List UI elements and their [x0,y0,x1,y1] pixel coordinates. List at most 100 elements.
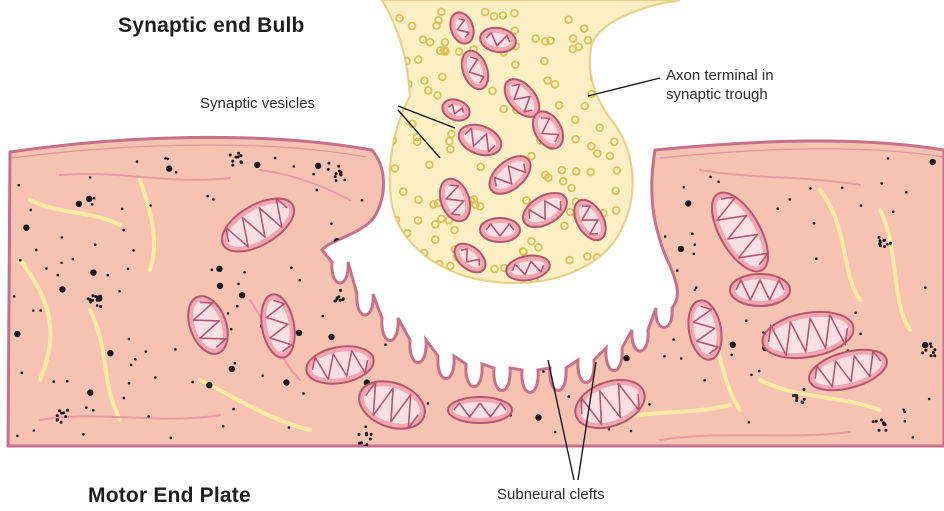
glycogen-speck [883,239,886,242]
granule-small [72,258,75,261]
granule-small [384,299,387,302]
glycogen-speck [237,152,240,155]
muscle-mitochondrion-6 [448,397,512,423]
granule-small [343,179,346,182]
axon-terminal-label-line1: Axon terminal in [666,66,774,85]
granule-small [232,408,235,411]
granule-small [748,421,751,424]
motor-end-plate-title: Motor End Plate [88,484,251,508]
granule-small [154,376,157,379]
synaptic-vesicle [618,31,625,38]
glycogen-speck [370,433,373,436]
granule-large [535,414,541,420]
granule-large [14,331,20,337]
glycogen-speck [369,438,372,441]
granule-small [887,157,890,160]
granule-small [321,315,324,318]
granule-small [128,382,131,385]
granule-small [531,357,534,360]
synaptic-vesicle [394,248,401,255]
granule-small [107,274,110,277]
synaptic-vesicle [442,275,449,282]
granule-small [777,207,780,210]
granule-small [94,243,97,246]
glycogen-speck [929,342,932,345]
granule-small [16,435,19,438]
granule-small [164,157,167,160]
granule-small [60,262,63,265]
granule-small [886,243,889,246]
granule-small [854,312,857,315]
granule-small [227,312,230,315]
granule-small [709,176,712,179]
granule-small [175,171,178,174]
synaptic-vesicle [397,273,404,280]
glycogen-speck [240,154,243,157]
glycogen-speck [803,398,806,401]
granule-large [76,201,82,207]
granule-small [261,374,264,377]
granule-small [664,235,667,238]
granule-small [236,305,239,308]
glycogen-speck [795,399,798,402]
granule-small [630,430,633,433]
glycogen-speck [229,154,232,157]
glycogen-speck [930,354,933,357]
granule-small [85,406,88,409]
granule-large [685,200,691,206]
axon-terminal-label: Axon terminal in synaptic trough [666,66,774,104]
granule-small [316,189,319,192]
granule-small [542,370,545,373]
granule-large [296,330,302,336]
granule-small [222,425,225,428]
granule-small [92,409,95,412]
granule-large [86,196,92,202]
synaptic-vesicle [401,246,408,253]
granule-large [90,269,96,275]
granule-small [128,338,131,341]
granule-large [206,382,212,388]
granule-small [683,186,686,189]
granule-small [274,157,277,160]
synaptic-vesicle [607,26,614,33]
glycogen-speck [342,297,345,300]
glycogen-speck [235,156,238,159]
glycogen-speck [66,409,69,412]
synaptic-vesicle [392,53,399,60]
synaptic-vesicle [609,29,616,36]
granule-small [693,253,696,256]
granule-small [660,315,663,318]
glycogen-speck [240,161,243,164]
axon-terminal-label-line2: synaptic trough [666,85,774,104]
granule-small [880,182,883,185]
glycogen-speck [933,354,936,357]
granule-small [717,180,720,183]
granule-small [149,204,152,207]
synaptic-vesicle [453,275,460,282]
glycogen-speck [878,236,881,239]
glycogen-speck [336,297,339,300]
granule-small [694,289,697,292]
granule-small [132,249,135,252]
glycogen-speck [60,421,63,424]
granule-small [147,415,150,418]
granule-small [121,208,124,211]
granule-small [693,243,696,246]
granule-small [809,187,812,190]
glycogen-speck [924,349,927,352]
granule-small [89,176,92,179]
glycogen-speck [365,433,368,436]
granule-small [45,267,48,270]
granule-small [330,223,333,226]
granule-small [134,358,137,361]
granule-small [554,431,557,434]
granule-small [523,303,526,306]
granule-large [87,389,93,395]
glycogen-speck [328,162,331,165]
synaptic-vesicles-label: Synaptic vesicles [200,94,315,113]
granule-small [52,380,55,383]
glycogen-speck [56,414,59,417]
glycogen-speck [231,164,234,167]
granule-small [703,379,706,382]
glycogen-speck [792,394,795,397]
